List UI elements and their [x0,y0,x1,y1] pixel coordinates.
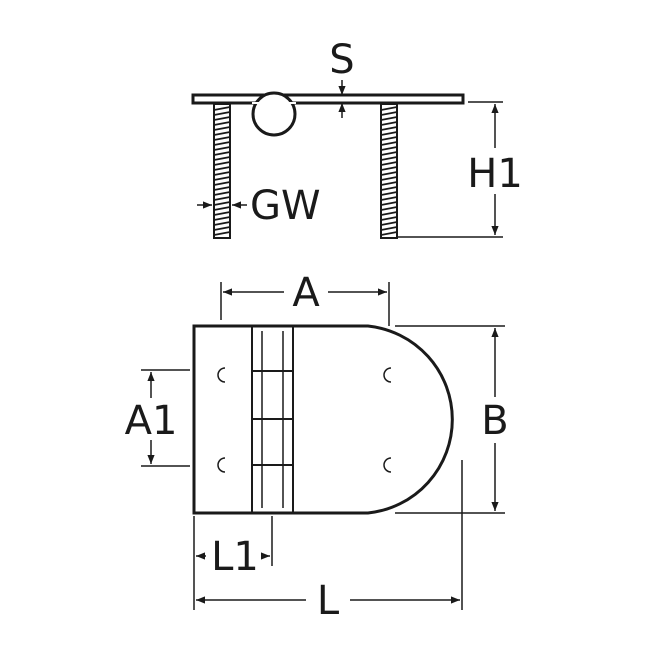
front-view: A A1 B L1 [125,270,509,624]
dimension-gw: GW [197,183,321,229]
dimension-a: A [220,270,390,326]
label-a: A [292,270,320,316]
dimension-l1: L1 [193,516,273,580]
hole-bottom-left [217,457,226,473]
label-a1: A1 [125,398,178,444]
dimension-a1: A1 [125,369,190,467]
screw-holes [217,367,392,473]
label-gw: GW [250,183,321,229]
threaded-stud-right [380,103,398,239]
side-view: S H1 GW [191,37,523,239]
label-b: B [481,398,508,444]
dimension-h1: H1 [398,101,523,238]
side-plate [191,93,465,105]
dimension-b: B [395,325,509,514]
knuckle-segments [252,370,293,466]
hole-bottom-right [383,457,392,473]
label-h1: H1 [467,151,523,197]
dimension-l: L [193,460,463,624]
hole-top-right [383,367,392,383]
side-knuckle [251,91,297,137]
label-l: L [317,578,340,624]
label-l1: L1 [211,534,259,580]
threaded-stud-left [213,103,231,239]
dimension-s: S [329,37,355,118]
hole-top-left [217,367,226,383]
hinge-outline [192,324,454,515]
label-s: S [329,37,354,83]
